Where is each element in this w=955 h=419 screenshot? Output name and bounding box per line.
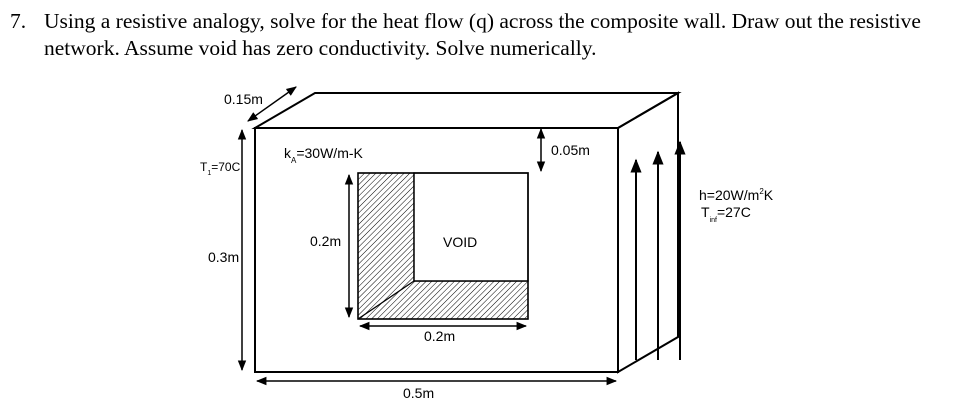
- depth-arrow: [247, 86, 297, 122]
- problem-number: 7.: [10, 9, 27, 33]
- convection-arrows: [630, 140, 686, 360]
- t1-label: T1=70C: [200, 160, 241, 177]
- tinf-label: Tinf=27C: [701, 204, 751, 224]
- height-label: 0.3m: [208, 249, 239, 265]
- dimension-arrows: [237, 86, 618, 386]
- inner-section: [357, 172, 529, 320]
- wall-side-face: [617, 91, 679, 374]
- h-label: h=20W/m2K: [699, 187, 774, 203]
- width-label: 0.5m: [403, 385, 434, 401]
- void-label: VOID: [443, 234, 477, 250]
- ka-label: kA=30W/m-K: [284, 145, 364, 165]
- problem-text: Using a resistive analogy, solve for the…: [44, 9, 921, 60]
- corner-diagonal: [357, 280, 415, 320]
- void-region: [413, 172, 529, 282]
- inner-height-label: 0.2m: [310, 233, 341, 249]
- depth-label: 0.15m: [224, 91, 263, 107]
- gap-label: 0.05m: [551, 142, 590, 158]
- inner-width-label: 0.2m: [424, 328, 455, 344]
- wall-top-face: [251, 92, 682, 129]
- inner-outline: [357, 172, 529, 320]
